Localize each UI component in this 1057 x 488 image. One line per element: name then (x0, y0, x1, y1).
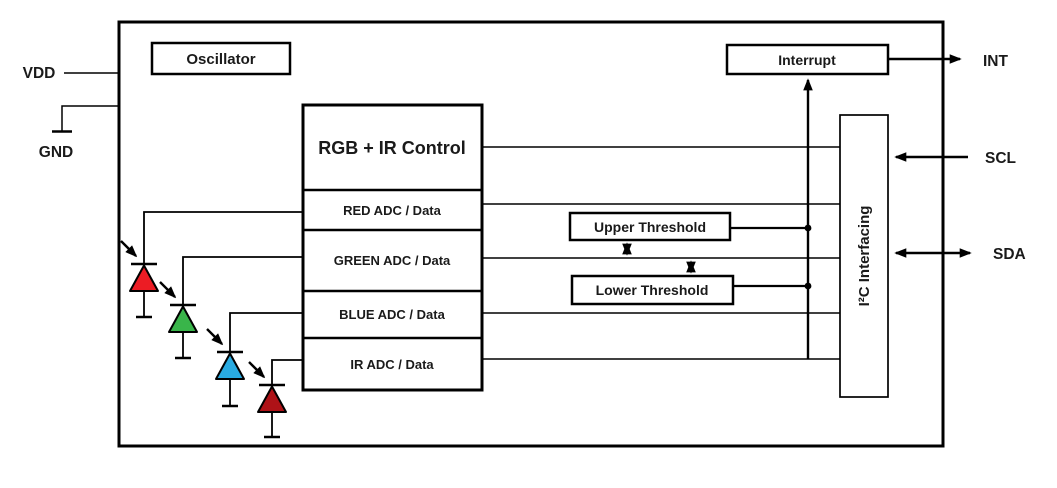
red-photodiode-icon (120, 240, 159, 319)
blue-photodiode-wire (229, 312, 303, 352)
vdd-pin-label: VDD (23, 65, 56, 82)
interrupt-block (725, 43, 890, 76)
ir-photodiode-icon (248, 361, 287, 439)
int-pin-label: INT (983, 53, 1009, 70)
control-block (301, 103, 484, 392)
adc-green-label: GREEN ADC / Data (334, 253, 451, 268)
ir-photodiode-wire (271, 359, 303, 385)
interrupt-label: Interrupt (778, 52, 836, 68)
light-arrow-icon (159, 281, 177, 299)
upper-threshold-label: Upper Threshold (594, 219, 706, 235)
upper-threshold-block (568, 211, 732, 242)
adc-red-label: RED ADC / Data (343, 203, 442, 218)
i2c-block (839, 114, 889, 398)
lower-threshold-block (570, 274, 735, 306)
green-photodiode-icon (159, 281, 198, 360)
oscillator-label: Oscillator (186, 51, 255, 68)
adc-ir-label: IR ADC / Data (350, 357, 434, 372)
gnd-pin-label: GND (39, 144, 73, 161)
red-photodiode-wire (143, 211, 303, 264)
light-arrow-icon (120, 240, 138, 258)
lower-threshold-label: Lower Threshold (596, 282, 709, 298)
i2c-label: I²C Interfacing (856, 206, 873, 307)
adc-blue-label: BLUE ADC / Data (339, 307, 445, 322)
scl-pin-label: SCL (985, 150, 1016, 167)
oscillator-block (150, 41, 292, 76)
light-arrow-icon (248, 361, 266, 379)
green-photodiode-wire (182, 256, 303, 305)
chip-boundary (117, 20, 945, 448)
control-label: RGB + IR Control (318, 138, 466, 158)
blue-photodiode-icon (206, 328, 245, 408)
gnd-wire (61, 105, 119, 131)
sda-pin-label: SDA (993, 246, 1026, 263)
light-arrow-icon (206, 328, 224, 346)
